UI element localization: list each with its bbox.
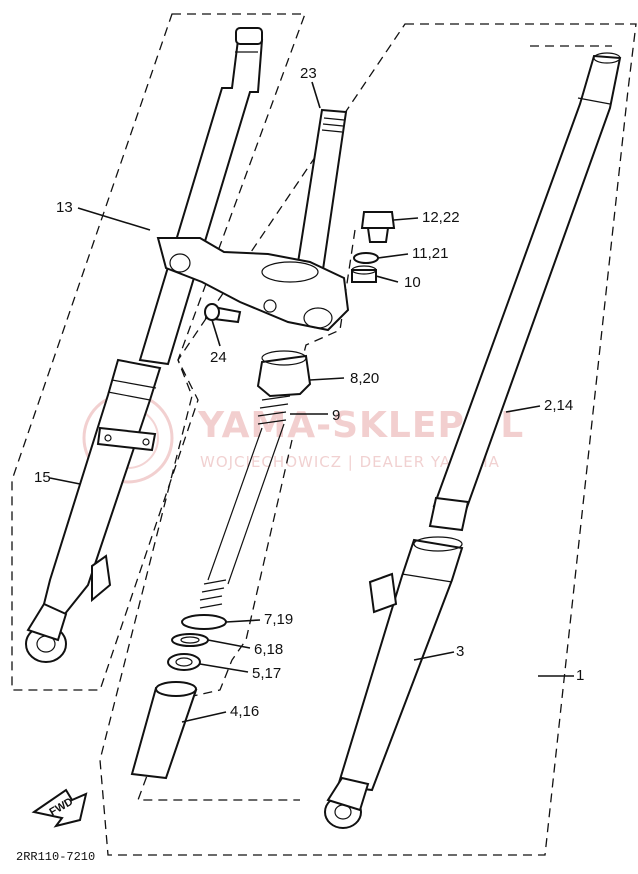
right-fork-group-outline <box>99 23 637 856</box>
left-caliper-mount <box>96 426 157 452</box>
watermark-dealer: WOJCIECHOWICZ | DEALER YAMAHA <box>200 453 500 471</box>
left-fork-assembly <box>25 27 264 663</box>
fork-spring <box>199 395 291 609</box>
right-outer-tube <box>336 538 464 792</box>
callout-8-20: 8,20 <box>350 370 379 387</box>
o-ring <box>353 252 379 264</box>
callouts: 23 13 12,22 11,21 10 24 8,20 9 2,14 15 7… <box>34 65 584 720</box>
cap-bolt <box>360 211 396 229</box>
cap-bolt-stack <box>351 211 396 283</box>
washer-7-19 <box>181 614 227 630</box>
damper-cap <box>256 350 312 398</box>
right-tube-bushing <box>428 496 470 532</box>
callout-5-17: 5,17 <box>252 665 281 682</box>
callout-2-14: 2,14 <box>544 397 573 414</box>
left-fork-cap-bolt <box>235 27 263 45</box>
right-caliper-mount <box>368 572 398 614</box>
callout-7-19: 7,19 <box>264 611 293 628</box>
callout-10: 10 <box>404 274 421 291</box>
callout-15: 15 <box>34 469 51 486</box>
right-inner-tube <box>432 54 622 512</box>
bushing-5-17 <box>167 653 201 671</box>
callout-4-16: 4,16 <box>230 703 259 720</box>
callout-12-22: 12,22 <box>422 209 460 226</box>
lower-bracket <box>156 237 350 332</box>
callout-9: 9 <box>332 407 340 424</box>
callout-3: 3 <box>456 643 464 660</box>
callout-6-18: 6,18 <box>254 641 283 658</box>
callout-11-21: 11,21 <box>412 245 448 262</box>
diagram-code: 2RR110-7210 <box>16 850 95 864</box>
forward-direction-icon: FWD <box>31 788 88 828</box>
guide-tube <box>130 686 198 780</box>
left-inner-tube <box>138 39 264 366</box>
washer-10 <box>351 269 377 283</box>
callout-13: 13 <box>56 199 73 216</box>
callout-23: 23 <box>300 65 317 82</box>
leader-lines <box>49 81 574 723</box>
seal-6-18 <box>171 633 209 647</box>
right-fork-assembly <box>324 52 622 829</box>
cartridge-group-outline <box>137 439 300 801</box>
callout-1: 1 <box>576 667 584 684</box>
left-fork-group-outline <box>11 13 306 691</box>
callout-24: 24 <box>210 349 227 366</box>
